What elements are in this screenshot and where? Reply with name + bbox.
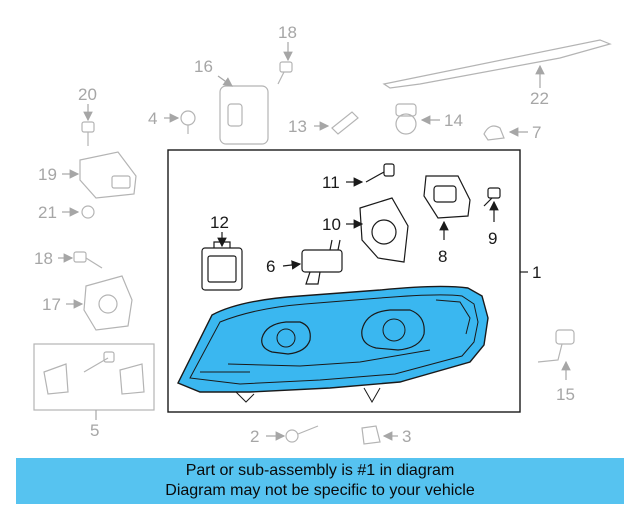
part-22-trim[interactable] — [382, 39, 612, 89]
part-13-clip[interactable] — [331, 111, 359, 135]
part-9-screw[interactable] — [483, 187, 501, 207]
info-banner: Part or sub-assembly is #1 in diagram Di… — [16, 458, 624, 504]
part-8-module[interactable] — [423, 175, 471, 219]
callout-10[interactable]: 10 — [322, 215, 341, 234]
headlamp-assembly[interactable] — [177, 285, 489, 404]
part-15-bulb[interactable] — [537, 329, 575, 363]
callout-19[interactable]: 19 — [38, 165, 57, 184]
banner-line-1: Part or sub-assembly is #1 in diagram — [185, 462, 455, 479]
callout-8[interactable]: 8 — [438, 247, 447, 266]
callout-4[interactable]: 4 — [148, 109, 157, 128]
callout-14[interactable]: 14 — [444, 111, 463, 130]
callout-9[interactable]: 9 — [488, 229, 497, 248]
callout-17[interactable]: 17 — [42, 295, 61, 314]
callout-7[interactable]: 7 — [532, 123, 541, 142]
part-6-connector[interactable] — [301, 239, 343, 285]
part-21-nut[interactable] — [81, 205, 95, 219]
leader-6 — [282, 260, 302, 270]
callout-6[interactable]: 6 — [266, 257, 275, 276]
callout-20[interactable]: 20 — [78, 85, 97, 104]
part-16-module[interactable] — [219, 85, 269, 145]
part-10-bracket[interactable] — [359, 197, 409, 263]
part-18-screw-top[interactable] — [277, 61, 293, 85]
part-11-screw[interactable] — [365, 163, 395, 183]
leader-16 — [217, 75, 233, 87]
part-7-cap[interactable] — [483, 125, 505, 141]
callout-18-left[interactable]: 18 — [34, 249, 53, 268]
callout-2[interactable]: 2 — [250, 427, 259, 446]
part-4-bolt[interactable] — [180, 110, 196, 134]
part-3-clip[interactable] — [361, 425, 381, 445]
part-17-bracket[interactable] — [83, 275, 133, 331]
part-5-kit[interactable] — [33, 343, 155, 411]
part-2-screw[interactable] — [285, 425, 319, 443]
part-20-screw[interactable] — [81, 121, 95, 146]
callout-13[interactable]: 13 — [288, 117, 307, 136]
callout-5[interactable]: 5 — [90, 421, 99, 440]
callout-21[interactable]: 21 — [38, 203, 57, 222]
callout-1[interactable]: 1 — [532, 263, 541, 282]
part-18-screw-left[interactable] — [73, 251, 103, 269]
callout-12[interactable]: 12 — [210, 213, 229, 232]
callout-18-top[interactable]: 18 — [278, 23, 297, 42]
callout-11[interactable]: 11 — [322, 173, 340, 192]
part-19-module[interactable] — [79, 151, 137, 199]
assembly-frame — [167, 149, 521, 413]
part-14-socket[interactable] — [395, 103, 417, 135]
callout-15[interactable]: 15 — [556, 385, 575, 404]
callout-3[interactable]: 3 — [402, 427, 411, 446]
callout-22[interactable]: 22 — [530, 89, 549, 108]
callout-16[interactable]: 16 — [194, 57, 213, 76]
part-12-cover[interactable] — [201, 241, 243, 291]
parts-diagram: 1 6 12 10 11 — [33, 23, 612, 446]
banner-line-2: Diagram may not be specific to your vehi… — [165, 482, 475, 499]
